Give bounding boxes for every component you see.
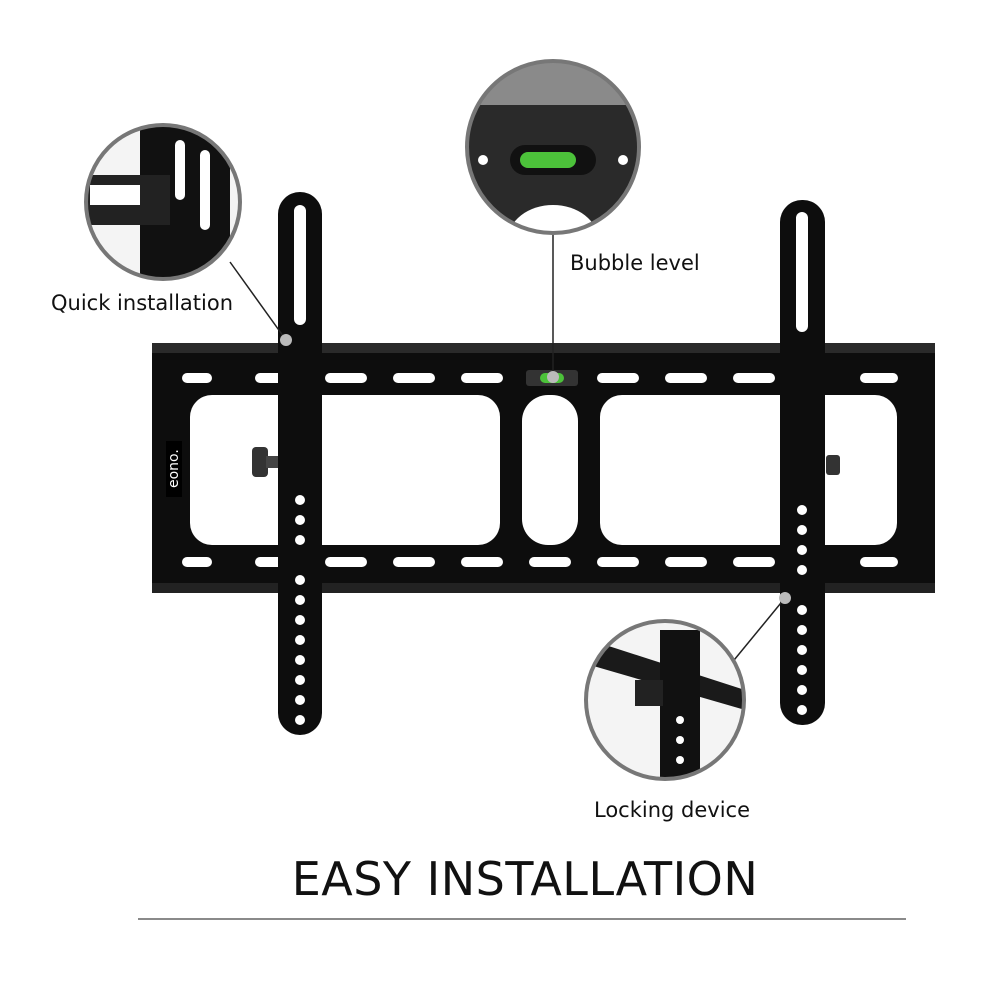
callout-bubble-level-zoom xyxy=(465,59,641,235)
brand-logo: eono. xyxy=(166,441,182,497)
callout-label-quick-installation: Quick installation xyxy=(51,291,234,315)
callout-quick-installation-zoom xyxy=(84,123,242,281)
callout-locking-device-zoom xyxy=(584,619,746,781)
divider xyxy=(138,918,906,920)
tilt-knob-right xyxy=(826,455,840,475)
callout-label-locking-device: Locking device xyxy=(594,798,751,822)
callout-label-bubble-level: Bubble level xyxy=(570,251,700,275)
headline: EASY INSTALLATION xyxy=(291,852,759,906)
vertical-arm-left xyxy=(278,192,322,735)
callout-leaders xyxy=(229,234,786,666)
vertical-arm-right xyxy=(780,200,825,725)
